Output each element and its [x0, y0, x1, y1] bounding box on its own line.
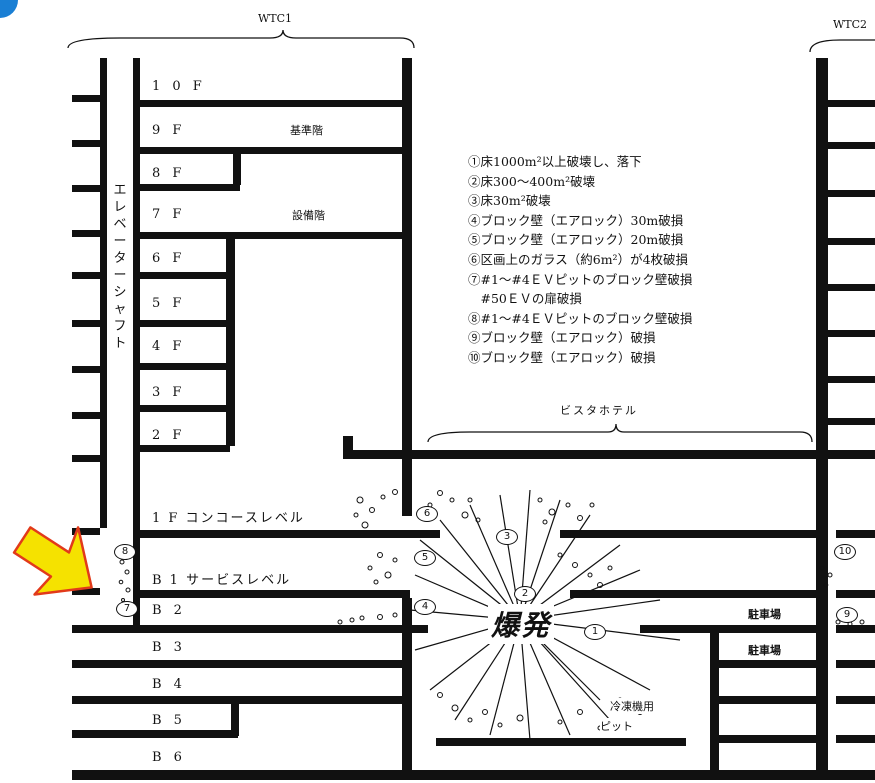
explosion-label: 爆発 — [488, 604, 555, 644]
floor-label-8f: 8 F — [152, 166, 186, 181]
parking-label-b2: 駐車場 — [748, 608, 781, 621]
floor-label-5f: 5 F — [152, 296, 186, 311]
legend-item-10: ⑩ブロック壁（エアロック）破損 — [468, 349, 656, 365]
floor-label-4f: 4 F — [152, 339, 186, 354]
wtc1-brace — [67, 29, 415, 49]
marker-4: 4 — [414, 599, 436, 615]
legend-item-3: ③床30m²破壊 — [468, 193, 551, 209]
wtc1-label: WTC1 — [258, 12, 293, 25]
wtc2-core-wall — [816, 58, 828, 774]
vista-hotel-label: ビスタホテル — [560, 404, 638, 417]
floor-label-b1: B 1 サービスレベル — [152, 573, 292, 588]
corner-badge — [0, 0, 18, 18]
floor-label-9f: 9 F — [152, 123, 186, 138]
floor-label-7f: 7 F — [152, 207, 186, 222]
chiller-pit-label-2: ピット — [600, 718, 633, 734]
floor-label-b5: B 5 — [152, 713, 186, 728]
legend-item-6: ⑥区画上のガラス（約6m²）が4枚破損 — [468, 251, 689, 267]
kijunkai-label: 基準階 — [290, 124, 323, 137]
marker-5: 5 — [414, 550, 436, 566]
wtc1-core-wall — [402, 58, 412, 516]
location-arrow — [12, 526, 93, 596]
legend-item-8: ⑧#1～#4ＥＶピットのブロック壁破損 — [468, 310, 693, 326]
floor-label-b2: B 2 — [152, 603, 186, 618]
floor-label-b6: B 6 — [152, 750, 186, 765]
legend-item-4: ④ブロック壁（エアロック）30m破損 — [468, 212, 684, 228]
shaft-wall-right — [133, 58, 140, 630]
legend-item-5: ⑤ブロック壁（エアロック）20m破損 — [468, 232, 684, 248]
setsubikai-label: 設備階 — [292, 209, 325, 222]
floor-label-2f: 2 F — [152, 428, 186, 443]
parking-label-b3: 駐車場 — [748, 644, 781, 657]
floor-label-1f: 1 F コンコースレベル — [152, 511, 305, 526]
floor-label-6f: 6 F — [152, 251, 186, 266]
vista-brace — [427, 423, 813, 443]
legend-item-1: ①床1000m²以上破壊し、落下 — [468, 154, 642, 169]
floor-label-b4: B 4 — [152, 677, 186, 692]
shaft-wall-left — [100, 58, 107, 528]
marker-10: 10 — [834, 544, 856, 560]
floor-label-b3: B 3 — [152, 640, 186, 655]
legend-item-2: ②床300～400m²破壊 — [468, 173, 596, 189]
marker-7: 7 — [116, 601, 138, 617]
wtc2-brace — [809, 39, 875, 53]
marker-2: 2 — [514, 586, 536, 602]
wtc2-label: WTC2 — [833, 18, 868, 31]
elevator-shaft-label: エレベーターシャフト — [113, 182, 127, 352]
legend-item-7b: #50ＥＶの扉破損 — [468, 291, 582, 307]
damage-legend: ①床1000m²以上破壊し、落下 ②床300～400m²破壊 ③床30m²破壊 … — [468, 152, 692, 368]
marker-6: 6 — [416, 506, 438, 522]
marker-8: 8 — [114, 544, 136, 560]
legend-item-9: ⑨ブロック壁（エアロック）破損 — [468, 330, 656, 346]
marker-1: 1 — [584, 624, 606, 640]
chiller-pit-label-1: 冷凍機用 — [610, 698, 654, 714]
legend-item-7: ⑦#1～#4ＥＶピットのブロック壁破損 — [468, 271, 693, 287]
floor-label-3f: 3 F — [152, 385, 186, 400]
floor-label-10f: 1 0 F — [152, 79, 206, 94]
marker-3: 3 — [496, 529, 518, 545]
marker-9: 9 — [836, 607, 858, 623]
